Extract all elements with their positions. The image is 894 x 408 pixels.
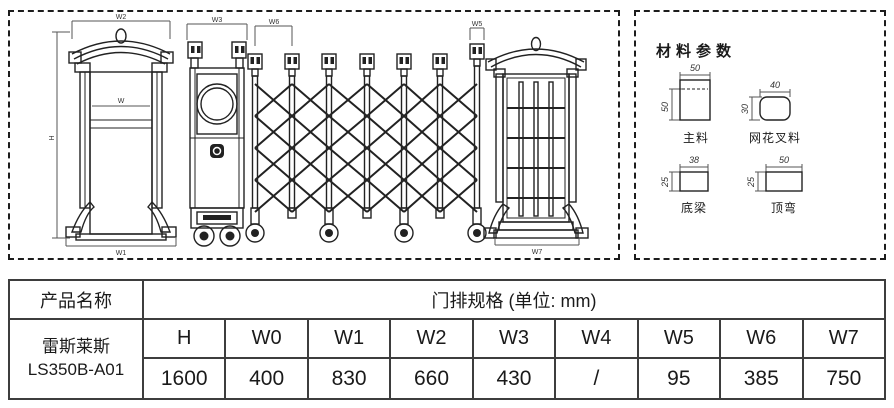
col-header: W6 <box>719 318 804 359</box>
lock-button <box>210 144 224 158</box>
value-cell: 385 <box>719 357 804 400</box>
dim-w5: W5 <box>469 21 485 40</box>
right-pillar-back-view: W7 <box>483 36 589 256</box>
materials-title: 材料参数 <box>656 42 736 60</box>
gate-drawing-panel: W2 <box>8 10 620 260</box>
main-height-dim: 50 <box>660 102 670 112</box>
bottom-beam-label: 底梁 <box>681 200 707 215</box>
dim-w2: W2 <box>71 14 171 39</box>
value-cell: 430 <box>471 357 557 400</box>
value-cell: 830 <box>306 357 392 400</box>
dim-w6-label: W6 <box>269 19 280 26</box>
product-brand: 雷斯莱斯 <box>42 337 110 357</box>
materials-panel: 材料参数 50 50 主料 40 <box>634 10 886 260</box>
pediment-finial <box>530 36 542 52</box>
lattice-post <box>319 53 339 243</box>
dim-w6: W6 <box>254 19 293 46</box>
grille-bars <box>507 107 565 199</box>
lattice-post <box>245 53 265 243</box>
col-header: H <box>141 318 227 359</box>
speaker-panel <box>196 73 238 135</box>
grille-rod <box>518 81 524 217</box>
bottom-beam-height-dim: 25 <box>660 176 670 188</box>
motor-wheel <box>193 225 215 247</box>
mesh-height-dim: 30 <box>740 104 750 114</box>
col-header: W4 <box>554 318 639 359</box>
main-material-label: 主料 <box>683 131 709 145</box>
material-profile-top-bend: 50 25 顶弯 <box>746 155 803 215</box>
dim-w7-label: W7 <box>532 249 543 256</box>
pediment-finial <box>115 28 127 44</box>
value-cell: 660 <box>389 357 474 400</box>
mesh-material-label: 网花叉料 <box>749 130 801 145</box>
table-header-row: 产品名称 门排规格 (单位: mm) <box>8 279 886 320</box>
gate-drawing: W2 <box>49 14 589 257</box>
dim-w3-label: W3 <box>212 17 223 24</box>
product-model: LS350B-A01 <box>27 360 125 379</box>
dim-w5-label: W5 <box>472 21 483 28</box>
dim-h-label: H <box>49 135 56 140</box>
main-width-dim: 50 <box>690 63 700 73</box>
speaker-circle <box>196 83 238 125</box>
col-header: W5 <box>636 318 722 359</box>
col-header: W3 <box>471 318 557 359</box>
material-profile-mesh: 40 30 网花叉料 <box>740 80 801 145</box>
material-profile-main: 50 50 主料 <box>660 63 711 145</box>
retractable-lattice: W6 W5 <box>245 19 487 243</box>
col-header: W0 <box>224 318 309 359</box>
lattice-post <box>467 43 487 243</box>
spec-table: 产品名称 门排规格 (单位: mm) 雷斯莱斯 LS350B-A01 H W0 … <box>8 279 886 400</box>
material-profile-bottom-beam: 38 25 底梁 <box>660 155 709 215</box>
product-name-cell: 雷斯莱斯 LS350B-A01 <box>8 318 144 400</box>
col-header: W7 <box>801 318 886 359</box>
value-cell: / <box>554 357 639 400</box>
col-header: W2 <box>389 318 474 359</box>
lattice-post <box>284 53 300 219</box>
table-values-row: 1600 400 830 660 430 / 95 385 750 <box>9 357 886 400</box>
mesh-width-dim: 40 <box>770 80 780 90</box>
value-cell: 1600 <box>141 357 227 400</box>
bottom-beam-width-dim: 38 <box>689 155 699 165</box>
left-pillar-front-view: W2 <box>49 14 177 257</box>
value-cell: 95 <box>636 357 722 400</box>
value-cell: 400 <box>224 357 309 400</box>
dim-w1: W1 <box>65 238 177 257</box>
top-bend-height-dim: 25 <box>746 176 756 188</box>
product-name-header: 产品名称 <box>8 279 144 320</box>
motor-wheel <box>219 225 241 247</box>
materials-diagrams: 材料参数 50 50 主料 40 <box>656 42 803 215</box>
spec-header: 门排规格 (单位: mm) <box>142 279 886 320</box>
dim-w2-label: W2 <box>116 14 127 21</box>
dim-h: H <box>49 31 70 239</box>
lattice-post <box>359 53 375 219</box>
top-bend-label: 顶弯 <box>771 200 797 215</box>
lattice-post <box>394 53 414 243</box>
lattice-post <box>432 53 448 219</box>
table-columns-row: 雷斯莱斯 LS350B-A01 H W0 W1 W2 W3 W4 W5 W6 W… <box>8 318 886 400</box>
dim-w: W <box>92 98 150 107</box>
grille-rod <box>548 81 554 217</box>
dim-w-label: W <box>118 98 125 105</box>
dim-w7: W7 <box>494 238 580 256</box>
dim-w3: W3 <box>186 17 248 40</box>
col-header: W1 <box>306 318 392 359</box>
lattice-diagonals-up <box>254 83 478 213</box>
motor-unit: W3 <box>186 17 248 247</box>
dim-w1-label: W1 <box>116 250 127 257</box>
top-bend-width-dim: 50 <box>779 155 789 165</box>
value-cell: 750 <box>801 357 886 400</box>
grille-rod <box>533 81 539 217</box>
